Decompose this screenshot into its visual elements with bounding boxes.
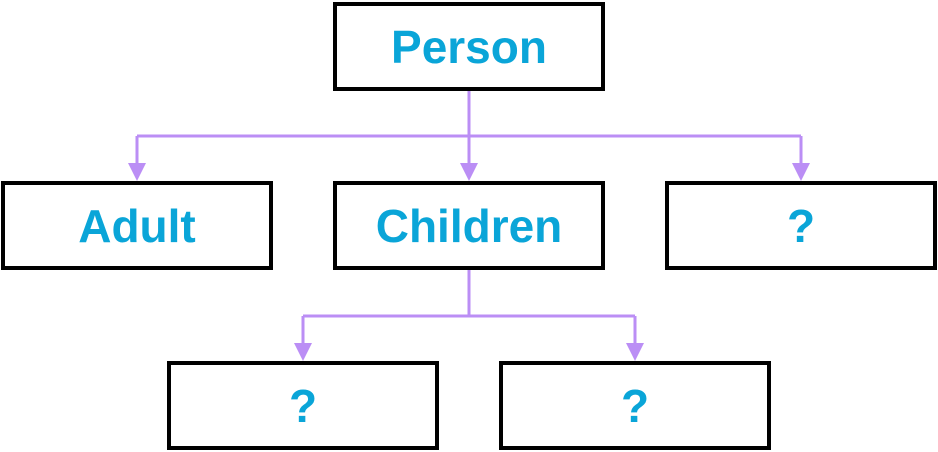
connector-children-branch: [301, 270, 637, 346]
arrowheads-level-1: [128, 163, 810, 181]
node-unknown-3: ?: [499, 361, 771, 450]
node-children: Children: [333, 181, 605, 270]
node-label-person: Person: [391, 20, 547, 73]
node-label-children: Children: [375, 199, 563, 252]
connector-person-branch: [135, 91, 803, 166]
node-label-unknown-1: ?: [786, 199, 816, 252]
node-label-unknown-2: ?: [288, 379, 318, 432]
node-label-adult: Adult: [78, 199, 196, 252]
node-unknown-2: ?: [167, 361, 439, 450]
arrow-to-unknown-2: [294, 343, 312, 361]
node-label-unknown-3: ?: [620, 379, 650, 432]
arrowheads-level-2: [294, 343, 644, 361]
arrow-to-adult: [128, 163, 146, 181]
node-unknown-1: ?: [665, 181, 937, 270]
arrow-to-unknown-3: [626, 343, 644, 361]
node-person: Person: [333, 2, 605, 91]
node-adult: Adult: [1, 181, 273, 270]
arrow-to-children: [460, 163, 478, 181]
arrow-to-unknown-1: [792, 163, 810, 181]
